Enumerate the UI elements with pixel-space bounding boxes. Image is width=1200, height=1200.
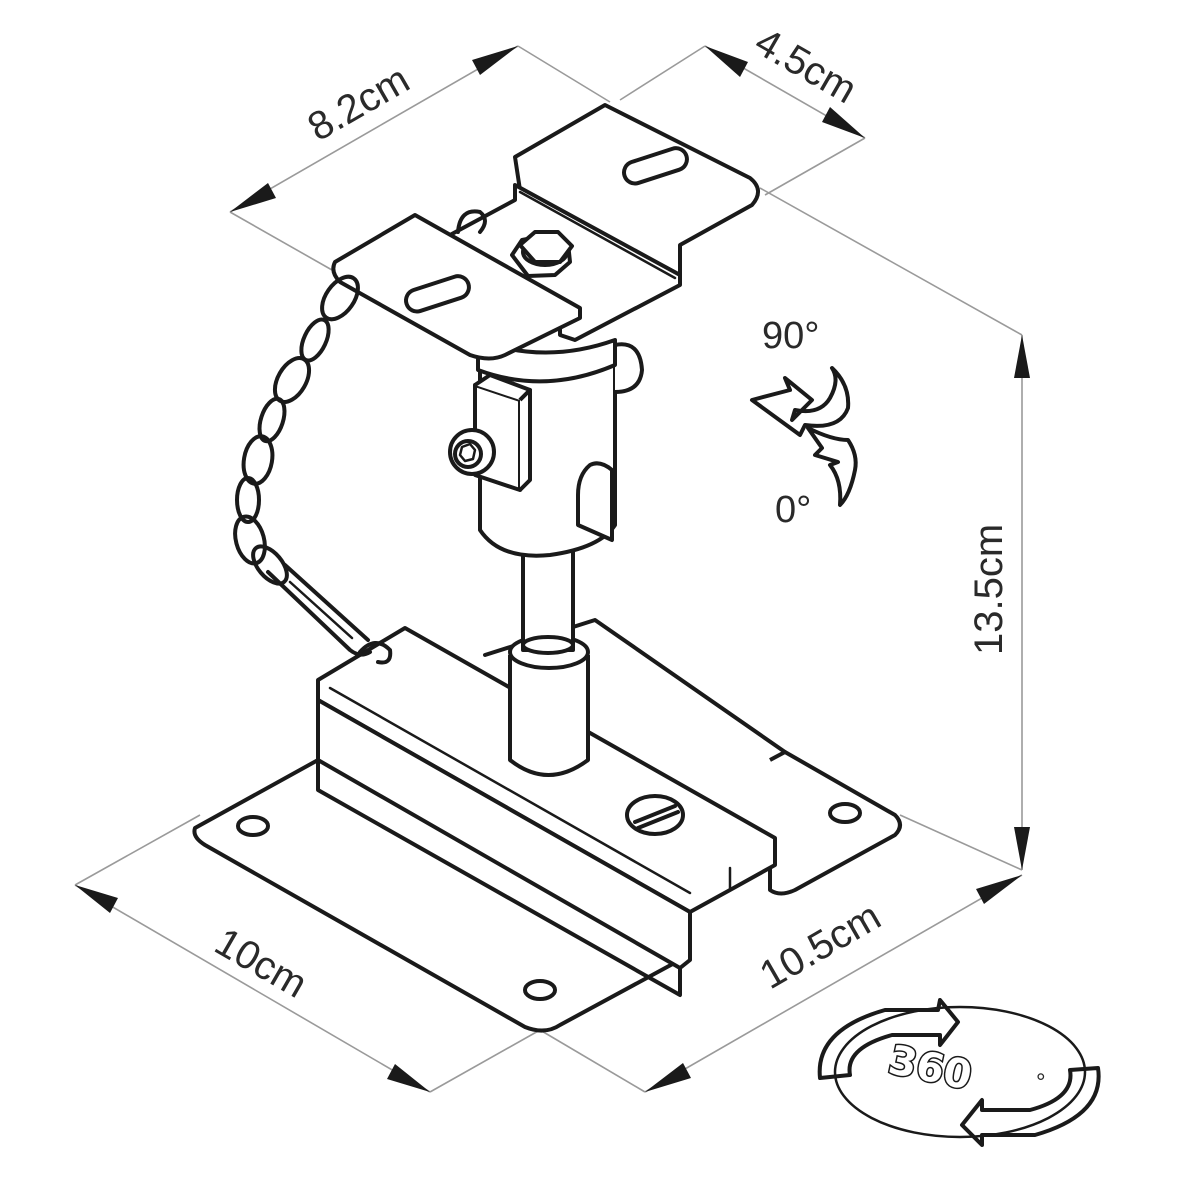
- base-length-label: 10.5cm: [753, 894, 889, 998]
- tilt-min-angle: 0°: [775, 489, 811, 531]
- rotation-unit: °: [1036, 1069, 1046, 1096]
- safety-chain: [233, 274, 393, 665]
- top-bracket: [331, 103, 760, 361]
- height-label: 13.5cm: [967, 524, 1011, 655]
- tilt-arrow-icon: 90° 0°: [750, 315, 858, 531]
- tilt-max-angle: 90°: [762, 315, 819, 357]
- pole: [508, 543, 590, 777]
- dimension-lines: [74, 45, 1030, 1093]
- rotation-arrow-icon: 360 °: [817, 998, 1101, 1147]
- top-width-label: 4.5cm: [748, 20, 864, 113]
- top-length-label: 8.2cm: [301, 57, 417, 150]
- swivel-joint: [448, 338, 644, 558]
- rotation-label: 360: [885, 1037, 976, 1099]
